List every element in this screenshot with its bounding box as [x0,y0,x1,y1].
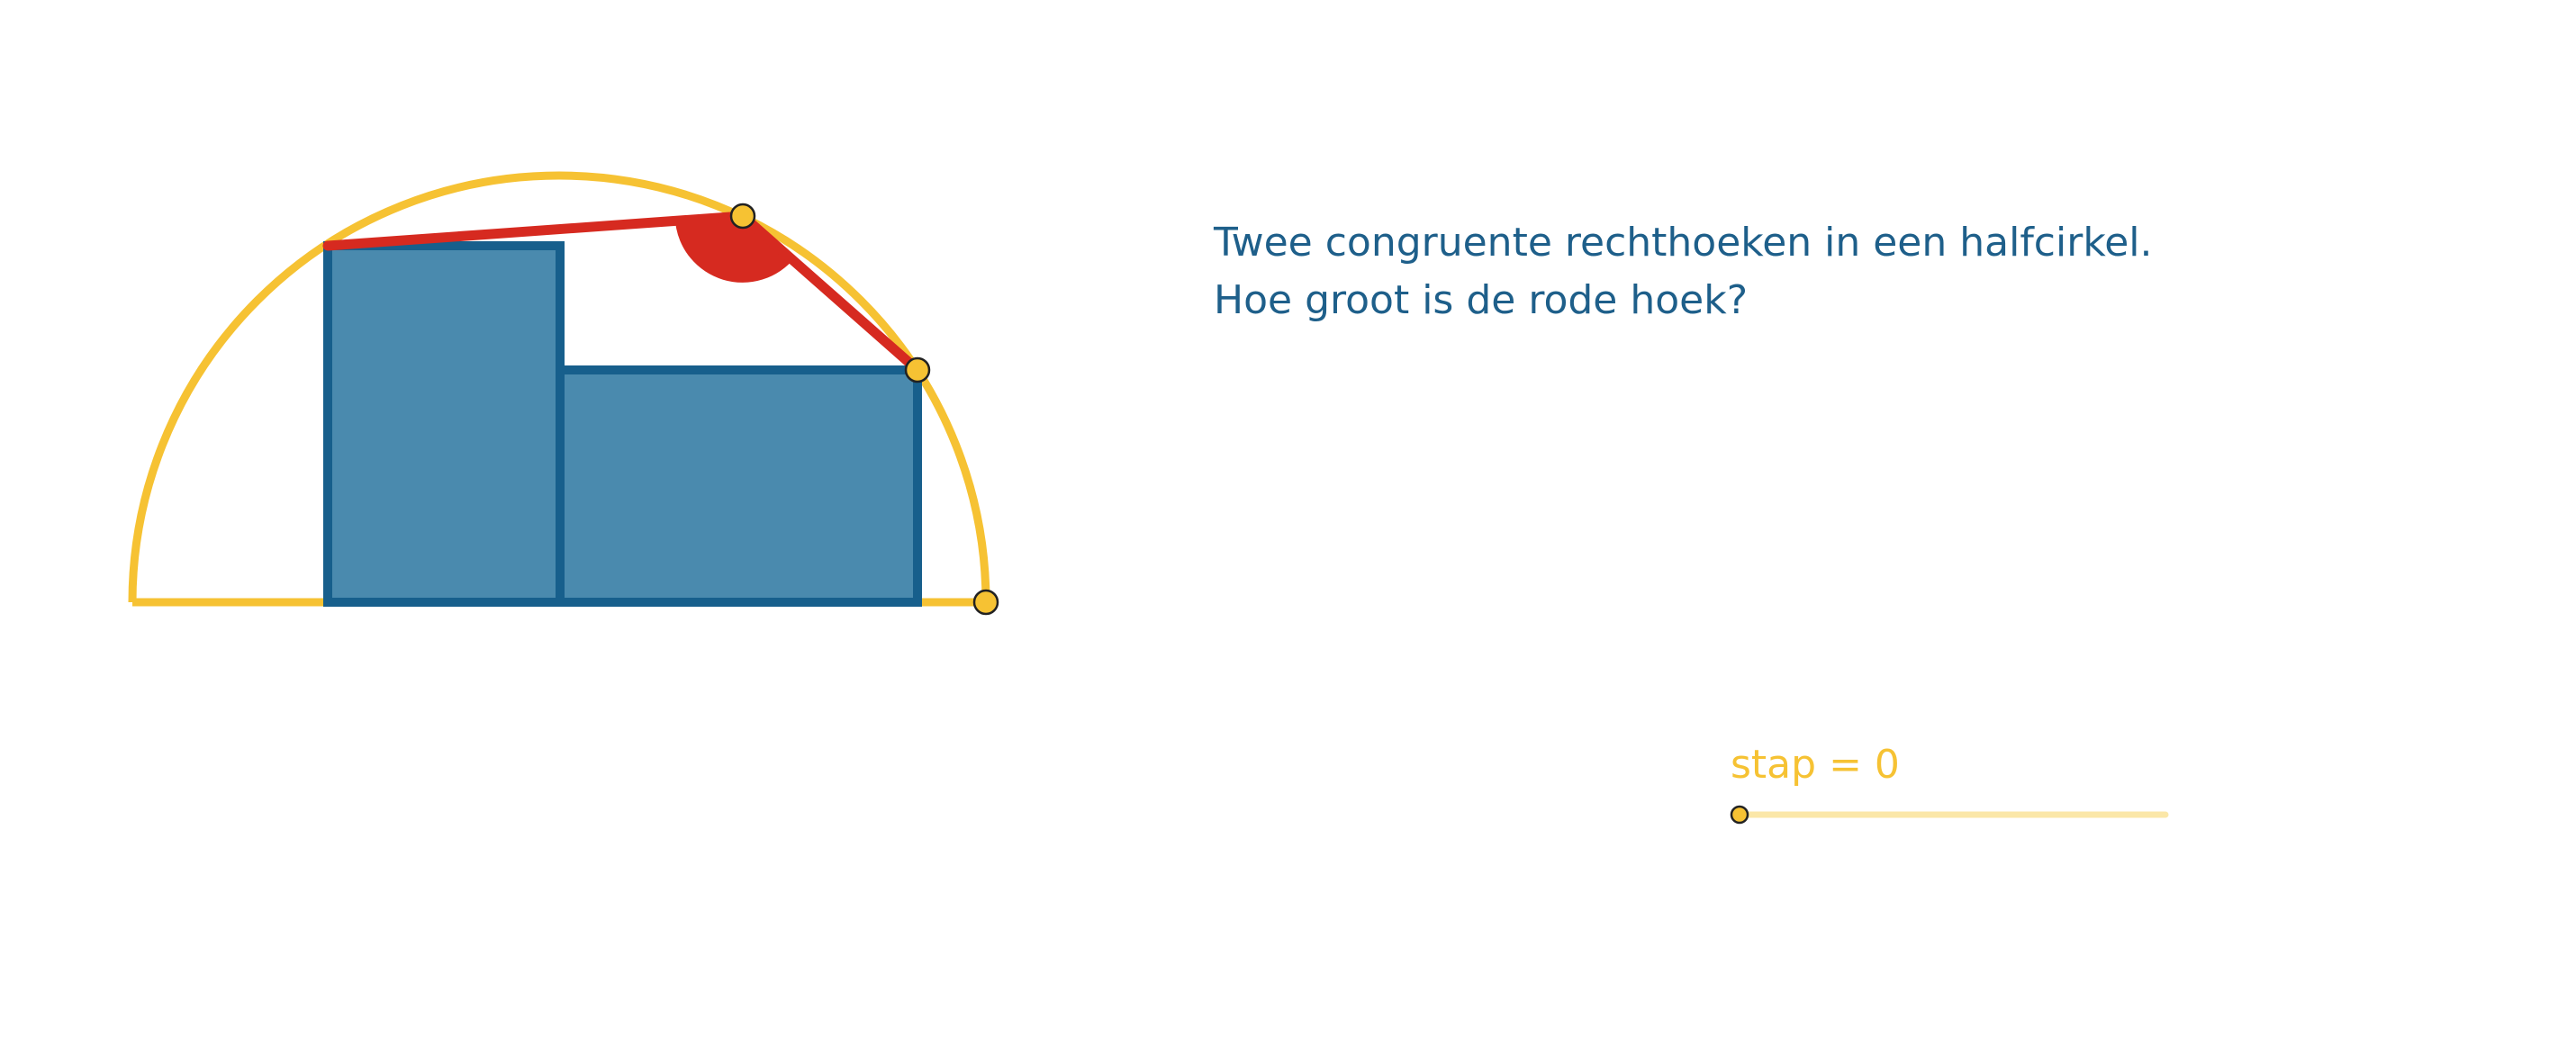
slider-value: 0 [1874,742,1900,788]
semicircle-arc [128,171,990,603]
slider-handle[interactable] [1730,805,1749,825]
slider-name: stap [1731,742,1817,788]
red-line-left [322,211,748,251]
right-rectangle [556,365,922,607]
left-rectangle [323,241,565,607]
slider-equals: = [1816,742,1875,788]
problem-line-1: Twee congruente rechthoeken in een halfc… [1214,220,2153,266]
red-angle-sector [675,216,795,283]
problem-line-2: Hoe groot is de rode hoek? [1214,277,1749,323]
problem-text: Twee congruente rechthoeken in een halfc… [1214,214,2153,329]
red-line-right [737,211,923,375]
slider-label: stap = 0 [1731,740,1900,790]
point-diameter-end[interactable] [972,589,999,616]
point-top[interactable] [729,203,756,230]
point-right-rect-corner[interactable] [904,356,931,383]
